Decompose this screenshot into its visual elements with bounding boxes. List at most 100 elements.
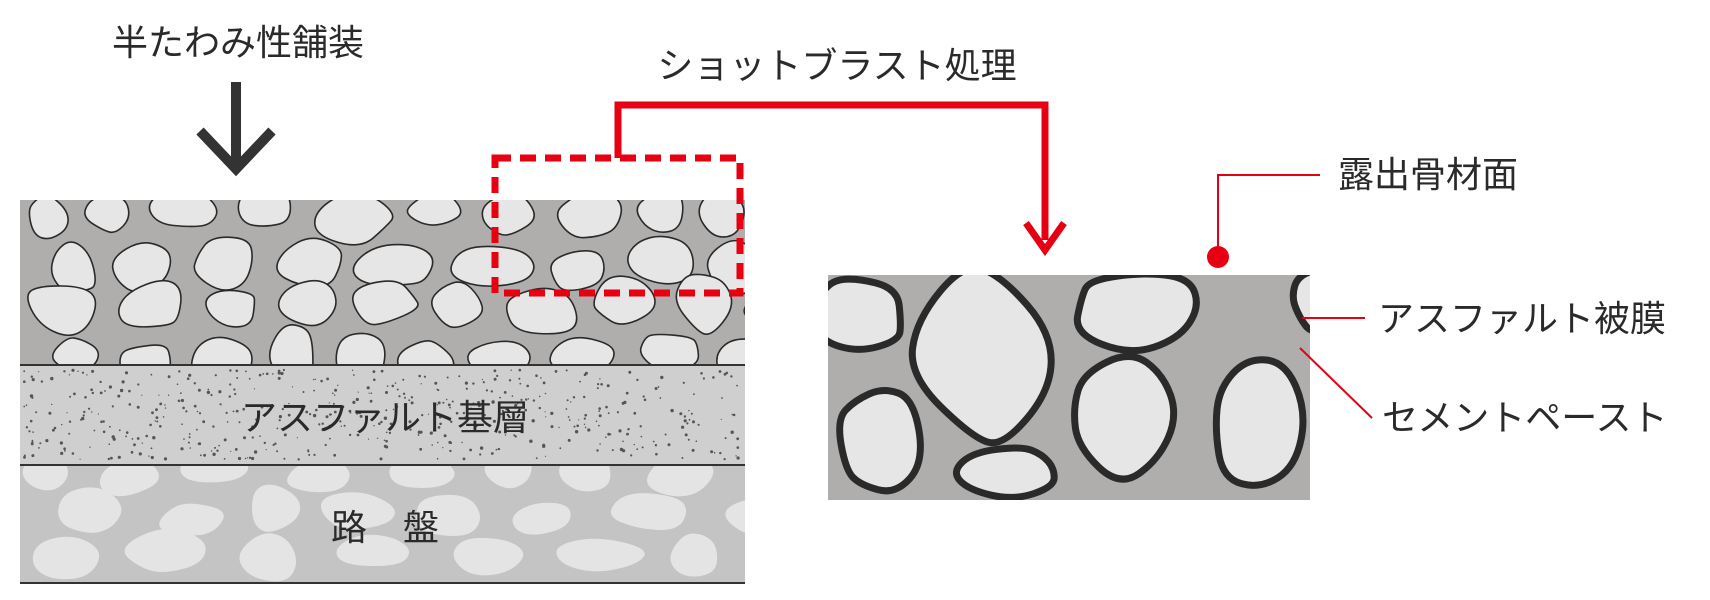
- speckle: [199, 454, 202, 457]
- speckle: [291, 386, 294, 388]
- speckle: [584, 426, 587, 429]
- aggregate-stone: [193, 236, 253, 291]
- speckle: [136, 437, 140, 440]
- speckle: [479, 453, 482, 456]
- speckle: [333, 453, 337, 457]
- speckle: [574, 430, 579, 434]
- speckle: [339, 420, 342, 423]
- speckle: [265, 449, 267, 451]
- speckle: [107, 457, 111, 461]
- speckle: [312, 378, 315, 381]
- speckle: [118, 429, 121, 432]
- speckle: [253, 388, 256, 390]
- speckle: [332, 402, 335, 405]
- speckle: [654, 387, 658, 390]
- speckle: [439, 415, 442, 419]
- speckle: [455, 411, 459, 415]
- speckle: [79, 458, 81, 460]
- aggregate-stone: [698, 200, 745, 238]
- speckle: [598, 407, 601, 410]
- speckle: [542, 443, 546, 447]
- speckle: [616, 411, 620, 414]
- roadbed-stone: [58, 487, 122, 533]
- speckle: [355, 397, 359, 402]
- speckle: [525, 398, 528, 401]
- roadbed-stone: [647, 465, 714, 497]
- speckle: [607, 412, 610, 415]
- speckle: [723, 372, 727, 376]
- speckle: [450, 420, 453, 423]
- speckle: [25, 404, 28, 407]
- speckle: [598, 424, 600, 427]
- speckle: [212, 425, 215, 428]
- speckle: [458, 375, 461, 378]
- speckle: [544, 392, 547, 395]
- speckle: [133, 443, 136, 447]
- speckle: [234, 448, 238, 451]
- speckle: [532, 399, 536, 402]
- speckle: [565, 408, 568, 410]
- speckle: [683, 419, 687, 423]
- aggregate-stone: [593, 275, 656, 325]
- speckle: [145, 434, 148, 438]
- speckle: [193, 382, 196, 385]
- speckle: [579, 380, 581, 383]
- speckle: [188, 433, 191, 435]
- speckle: [693, 393, 695, 396]
- speckle: [660, 375, 664, 380]
- speckle: [328, 424, 330, 426]
- speckle: [232, 410, 235, 413]
- speckle: [141, 394, 143, 396]
- speckle: [23, 455, 26, 459]
- speckle: [499, 396, 501, 399]
- speckle: [214, 446, 216, 449]
- speckle: [297, 458, 300, 461]
- speckle: [462, 411, 466, 415]
- speckle: [223, 458, 226, 460]
- surface-aggregate: [27, 200, 745, 365]
- speckle: [527, 398, 530, 400]
- speckle: [50, 376, 54, 381]
- speckle: [491, 400, 495, 404]
- roadbed-stone: [725, 500, 745, 533]
- speckle: [621, 401, 625, 405]
- base-layer-speckles: [23, 368, 740, 461]
- speckle: [625, 391, 629, 395]
- speckle: [505, 408, 508, 411]
- speckle: [117, 455, 121, 459]
- speckle: [464, 381, 468, 385]
- roadbed-layer: 路 盤: [20, 465, 745, 583]
- speckle: [136, 405, 140, 409]
- cement-paste-label: セメントペースト: [1382, 398, 1667, 439]
- speckle: [437, 401, 441, 405]
- speckle: [150, 373, 153, 376]
- speckle: [436, 404, 438, 406]
- speckle: [276, 427, 279, 430]
- speckle: [499, 406, 501, 408]
- speckle: [421, 414, 424, 417]
- speckle: [283, 457, 286, 460]
- speckle: [730, 430, 734, 434]
- speckle: [496, 374, 499, 377]
- speckle: [735, 455, 737, 457]
- speckle: [420, 383, 422, 385]
- roadbed-stone: [556, 538, 645, 572]
- speckle: [367, 438, 370, 440]
- speckle: [667, 443, 671, 447]
- speckle: [352, 400, 356, 404]
- speckle: [442, 447, 444, 449]
- speckle: [736, 446, 740, 449]
- speckle: [559, 447, 562, 450]
- speckle: [149, 423, 152, 427]
- detail-stone: [1073, 275, 1200, 355]
- speckle: [206, 390, 211, 395]
- speckle: [477, 404, 481, 408]
- speckle: [131, 452, 133, 454]
- aggregate-stone: [118, 279, 182, 328]
- speckle: [48, 411, 52, 415]
- speckle: [260, 405, 264, 409]
- roadbed-stone: [559, 465, 611, 492]
- speckle: [409, 428, 412, 431]
- speckle: [329, 413, 332, 416]
- speckle: [692, 420, 695, 424]
